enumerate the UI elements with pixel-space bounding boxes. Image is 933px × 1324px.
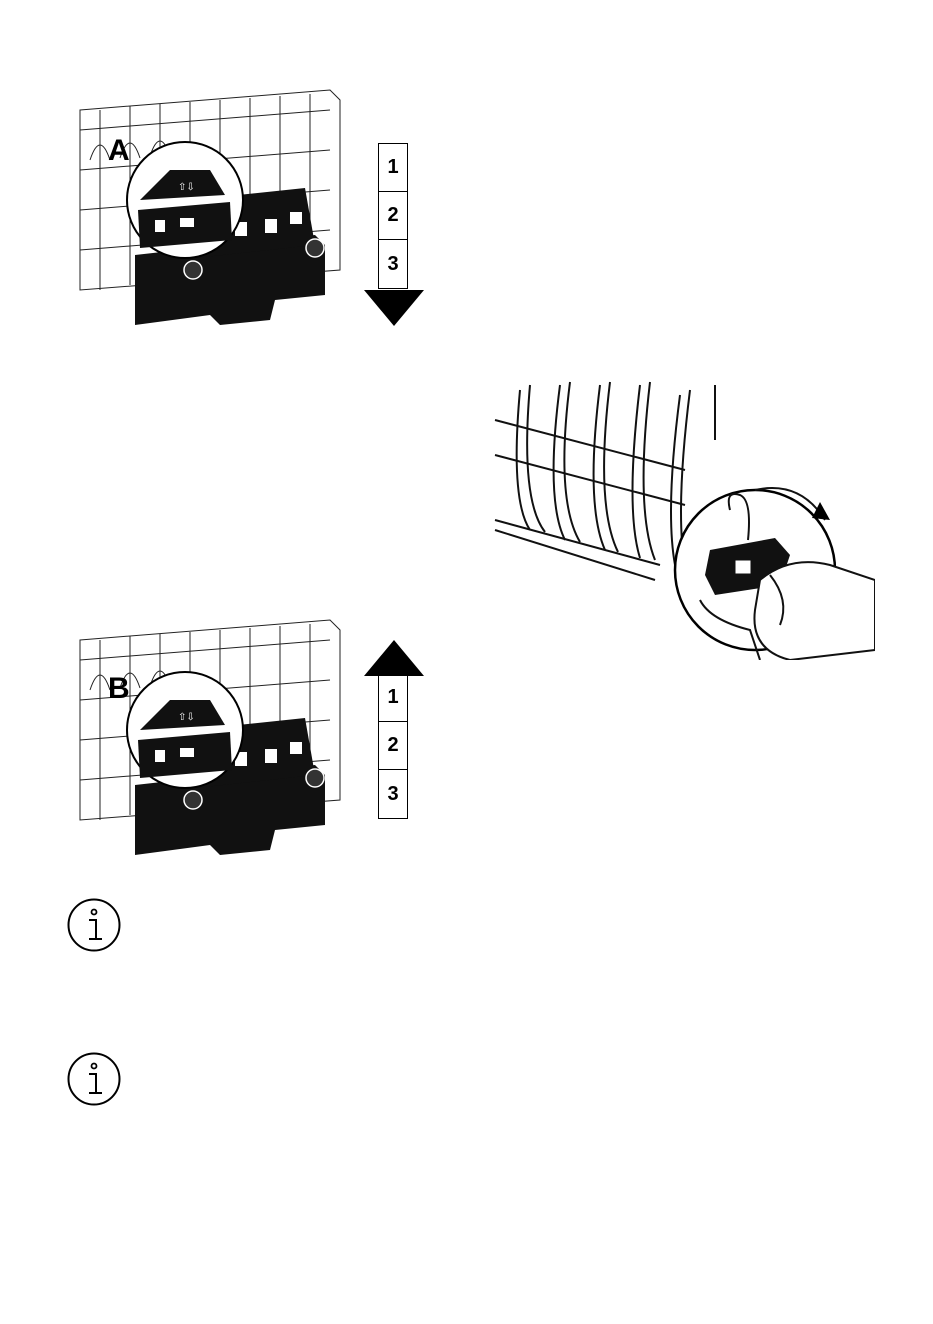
step-1: 1 <box>379 144 407 192</box>
figure-b-label: B <box>108 672 130 706</box>
info-icon <box>66 1051 122 1107</box>
step-3: 3 <box>379 770 407 818</box>
arrow-up-icon <box>364 638 424 678</box>
figure-c <box>490 380 875 660</box>
svg-text:⇧⇩: ⇧⇩ <box>178 712 195 723</box>
step-2: 2 <box>379 192 407 240</box>
arrow-down-icon <box>364 288 424 328</box>
steps-b: 1 2 3 <box>378 673 408 819</box>
step-3: 3 <box>379 240 407 288</box>
hand-adjusting-clip-illustration <box>490 380 875 660</box>
svg-text:⇧⇩: ⇧⇩ <box>178 182 195 193</box>
steps-a: 1 2 3 <box>378 143 408 289</box>
info-icon <box>66 897 122 953</box>
step-2: 2 <box>379 722 407 770</box>
step-1: 1 <box>379 674 407 722</box>
figure-a-label: A <box>108 134 130 168</box>
